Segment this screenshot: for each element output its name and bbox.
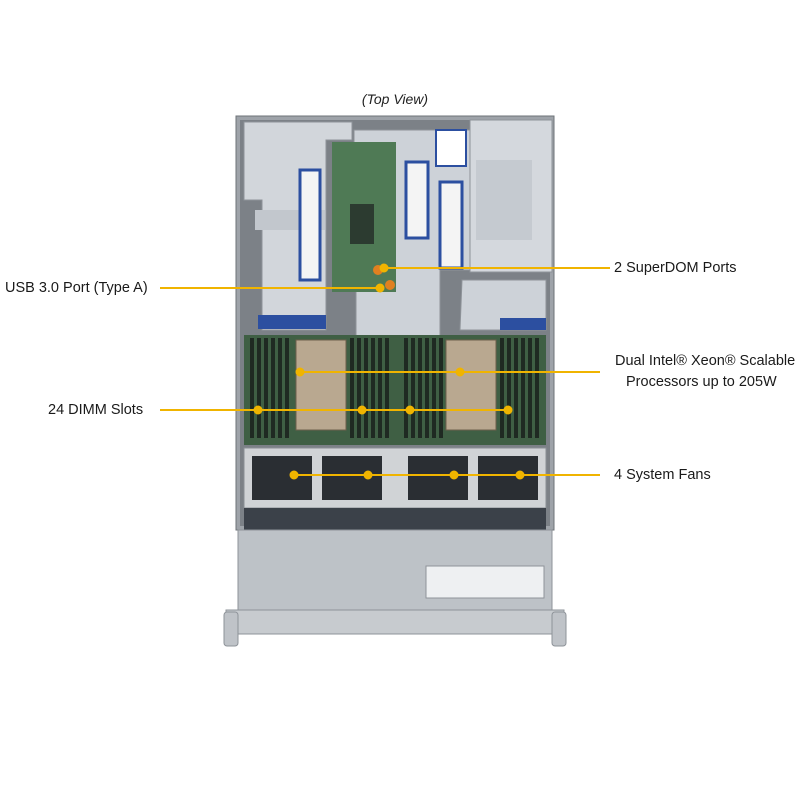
cpu-heatsink-2: [445, 339, 497, 431]
cpu-heatsink-1: [295, 339, 347, 431]
system-fans-label: 4 System Fans: [614, 467, 711, 483]
fan-2: [322, 456, 382, 500]
dimm-bank-left: [250, 338, 389, 438]
fan-4: [478, 456, 538, 500]
cpu-label-line1: Dual Intel® Xeon® Scalable: [615, 353, 796, 369]
dimm-slots-label: 24 DIMM Slots: [48, 402, 144, 418]
view-caption: (Top View): [361, 91, 429, 107]
fan-area: [243, 447, 547, 530]
dimm-cpu-area: [244, 335, 546, 445]
front-drive-bay: [223, 529, 567, 647]
superdom-port-2: [385, 280, 395, 290]
riser-bracket-right: [435, 119, 553, 331]
fan-1: [252, 456, 312, 500]
usb-port-label: USB 3.0 Port (Type A): [5, 280, 148, 296]
superdom-ports-label: 2 SuperDOM Ports: [614, 260, 737, 276]
riser-bracket-left: [243, 121, 353, 331]
fan-3: [408, 456, 468, 500]
dimm-bank-right: [404, 338, 539, 438]
cpu-label-line2: Processors up to 205W: [626, 374, 777, 390]
usb-callout-dot: [375, 283, 385, 293]
callouts: [160, 263, 610, 480]
